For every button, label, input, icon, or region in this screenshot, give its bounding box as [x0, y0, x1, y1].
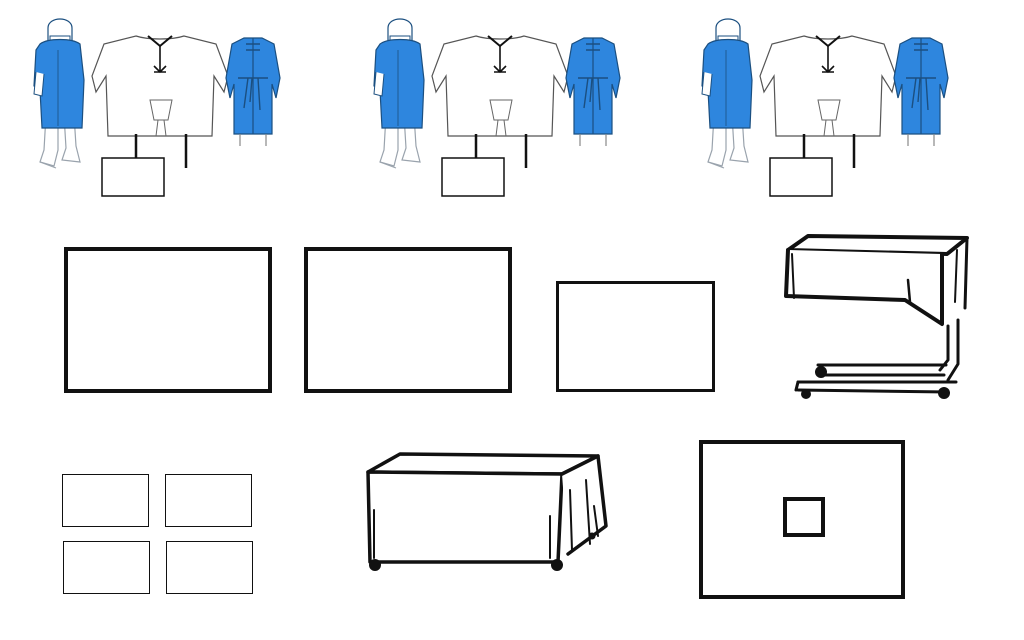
- tied-gown-back-icon: [565, 37, 621, 146]
- medium-drape: [556, 281, 715, 392]
- tied-gown-back-icon: [225, 37, 281, 146]
- gown-towel: [441, 157, 505, 197]
- gowned-person-icon: [33, 18, 85, 169]
- gown-towel: [101, 157, 165, 197]
- large-drape-1: [64, 247, 272, 393]
- towel-4: [166, 541, 253, 594]
- gown-towel: [769, 157, 833, 197]
- open-gown-front-icon: [759, 35, 897, 168]
- tied-gown-back-icon: [893, 37, 949, 146]
- towel-1: [62, 474, 149, 527]
- gowned-person-icon: [701, 18, 753, 169]
- mayo-stand-cover-icon: [784, 234, 969, 399]
- towel-3: [63, 541, 150, 594]
- towel-2: [165, 474, 252, 527]
- gown-set-2: [373, 18, 621, 197]
- fenestrated-drape: [699, 440, 905, 599]
- fenestration-opening: [783, 497, 825, 537]
- open-gown-front-icon: [91, 35, 229, 168]
- gowned-person-icon: [373, 18, 425, 169]
- gown-set-3: [701, 18, 949, 197]
- gown-set-1: [33, 18, 281, 197]
- back-table-cover-icon: [366, 452, 608, 571]
- large-drape-2: [304, 247, 512, 393]
- open-gown-front-icon: [431, 35, 569, 168]
